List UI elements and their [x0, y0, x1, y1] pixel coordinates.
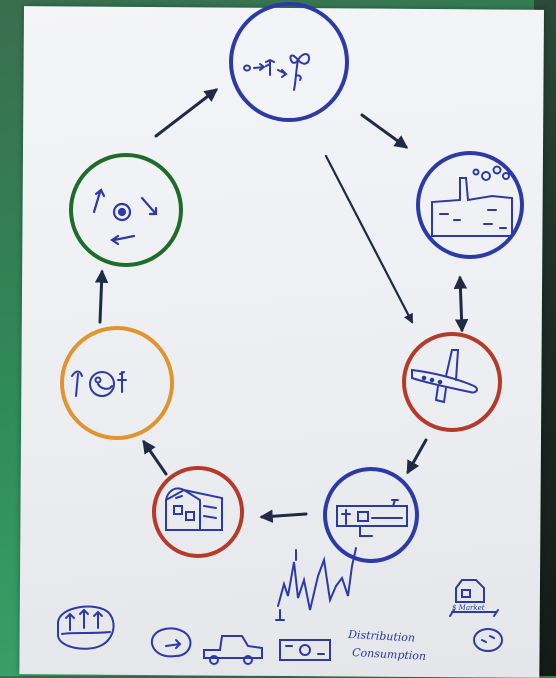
- farming-stage: [60, 326, 174, 440]
- arrow-processing-transport: [453, 275, 469, 333]
- consumption-label: Consumption: [352, 646, 427, 663]
- seedling-icon: [243, 53, 310, 91]
- distribution-label: Distribution: [347, 628, 416, 645]
- seedling-stage: [229, 2, 349, 122]
- retail-stage: [323, 467, 419, 563]
- farmer-icon: [71, 370, 127, 397]
- field-icon: [57, 605, 115, 650]
- plate-icon: [473, 628, 503, 652]
- processing-stage: [416, 151, 524, 259]
- arrow-storage-to-farming: [142, 439, 168, 476]
- recycle-icon: [92, 188, 158, 246]
- market-label: $ Market: [452, 604, 485, 612]
- arrow-farming-to-recycling: [94, 269, 109, 324]
- handwritten-notes: Distribution Consumption $ Market: [347, 604, 485, 663]
- money-icon: [279, 639, 331, 661]
- airplane-icon: [411, 349, 478, 404]
- arrow-seed-to-transport: [324, 154, 414, 324]
- arrow-transport-to-retail: [406, 438, 428, 475]
- arrow-seed-to-processing: [360, 113, 409, 149]
- barn-icon: [165, 487, 223, 531]
- recycling-stage: [69, 153, 183, 267]
- arrow-recycling-to-seed: [154, 88, 219, 138]
- farm-storage-stage: [152, 466, 244, 558]
- store-icon: [336, 499, 408, 537]
- market-icon: [449, 579, 499, 617]
- cycle-arrows: [94, 88, 469, 523]
- factory-icon: [431, 165, 513, 237]
- arrow-retail-to-storage: [259, 509, 308, 523]
- truck-icon: [150, 627, 263, 665]
- transport-stage: [402, 332, 502, 432]
- price-chart: [275, 547, 357, 621]
